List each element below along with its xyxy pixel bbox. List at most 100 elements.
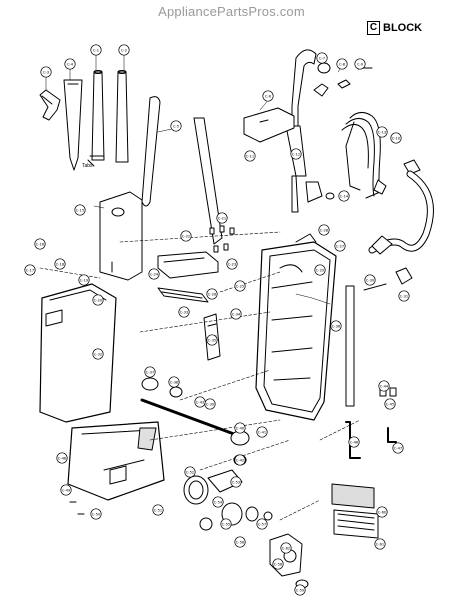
callout-c30[interactable]: C-30 — [364, 274, 376, 286]
callout-c38[interactable]: C-38 — [168, 376, 180, 388]
callout-circle — [230, 308, 242, 320]
callout-circle — [290, 148, 302, 160]
callout-circle — [384, 398, 396, 410]
callout-label: C-49 — [62, 488, 71, 492]
callout-label: C-61 — [376, 542, 384, 546]
callout-c11[interactable]: C-11 — [244, 150, 256, 162]
callout-c8[interactable]: C-8 — [336, 58, 348, 70]
callout-label: C-19 — [80, 278, 89, 282]
callout-label: C-45 — [386, 402, 394, 406]
callout-c59[interactable]: C-59 — [294, 584, 306, 596]
callout-c7[interactable]: C-7 — [316, 52, 328, 64]
callout-c37[interactable]: C-37 — [144, 366, 156, 378]
callout-c12[interactable]: C-12 — [290, 148, 302, 160]
callout-c4[interactable]: C-4 — [64, 58, 76, 70]
callout-c50[interactable]: C-50 — [90, 508, 102, 520]
callout-c20[interactable]: C-20 — [92, 294, 104, 306]
callout-c42[interactable]: C-42 — [234, 454, 246, 466]
callout-c48[interactable]: C-48 — [56, 452, 68, 464]
callout-label: C-12 — [292, 152, 300, 156]
callout-circle — [378, 380, 390, 392]
callout-c9[interactable]: C-9 — [354, 58, 366, 70]
latch-drawing — [345, 267, 413, 407]
callout-c57[interactable]: C-57 — [256, 518, 268, 530]
callout-label: C-39 — [206, 402, 215, 406]
callout-c44[interactable]: C-44 — [378, 380, 390, 392]
callout-c61[interactable]: C-61 — [374, 538, 386, 550]
callout-c33[interactable]: C-33 — [178, 306, 190, 318]
callout-c34[interactable]: C-34 — [230, 308, 242, 320]
base-nozzle-drawing — [67, 421, 165, 501]
callout-label: C-20 — [94, 298, 103, 302]
callout-c55[interactable]: C-55 — [220, 518, 232, 530]
callout-c1[interactable]: C-1 — [90, 44, 102, 56]
callout-c22[interactable]: C-22 — [180, 230, 192, 242]
callout-label: C-2 — [121, 48, 127, 52]
callout-circle — [398, 290, 410, 302]
callout-c17[interactable]: C-17 — [24, 264, 36, 276]
callout-label: C-8 — [339, 62, 346, 66]
callout-circle — [280, 542, 292, 554]
callout-c32[interactable]: C-32 — [92, 348, 104, 360]
callout-c27[interactable]: C-27 — [334, 240, 346, 252]
callout-label: C-5 — [173, 124, 179, 128]
callout-c36[interactable]: C-36 — [330, 320, 342, 332]
callout-c45[interactable]: C-45 — [384, 398, 396, 410]
callout-c18[interactable]: C-18 — [54, 258, 66, 270]
callout-c49[interactable]: C-49 — [60, 484, 72, 496]
callout-c21[interactable]: C-21 — [216, 212, 228, 224]
callout-label: C-15 — [76, 208, 84, 212]
callout-c54[interactable]: C-54 — [212, 496, 224, 508]
callout-c58[interactable]: C-58 — [272, 558, 284, 570]
block-title: C BLOCK — [367, 20, 422, 36]
callout-c43[interactable]: C-43 — [194, 396, 206, 408]
callout-c53[interactable]: C-53 — [230, 476, 242, 488]
callout-circle — [144, 366, 156, 378]
callout-c16[interactable]: C-16 — [34, 238, 46, 250]
callout-c19[interactable]: C-19 — [78, 274, 90, 286]
callout-c13[interactable]: C-13 — [376, 126, 388, 138]
callout-c2[interactable]: C-2 — [118, 44, 130, 56]
callout-label: C-28 — [320, 228, 329, 232]
tabs-annotation: Tabs — [82, 163, 93, 169]
callout-c26[interactable]: C-26 — [206, 288, 218, 300]
callout-c62[interactable]: C-62 — [280, 542, 292, 554]
callout-c47[interactable]: C-47 — [392, 442, 404, 454]
callout-label: C-31 — [400, 294, 408, 298]
callout-circle — [376, 126, 388, 138]
callout-circle — [334, 240, 346, 252]
callout-c60[interactable]: C-60 — [376, 506, 388, 518]
callout-c29[interactable]: C-29 — [314, 264, 326, 276]
callout-label: C-53 — [232, 480, 240, 484]
callout-c56[interactable]: C-56 — [234, 536, 246, 548]
callout-c14[interactable]: C-14 — [338, 190, 350, 202]
callout-c24[interactable]: C-24 — [148, 268, 160, 280]
callout-c46[interactable]: C-46 — [348, 436, 360, 448]
callout-circle — [216, 212, 228, 224]
callout-circle — [168, 376, 180, 388]
callout-c39[interactable]: C-39 — [204, 398, 216, 410]
callout-c52[interactable]: C-52 — [184, 466, 196, 478]
callout-c35[interactable]: C-35 — [206, 334, 218, 346]
callout-circle — [212, 496, 224, 508]
callout-circle — [316, 52, 328, 64]
callout-c10[interactable]: C-10 — [390, 132, 402, 144]
callout-c31[interactable]: C-31 — [398, 290, 410, 302]
callout-circle — [234, 280, 246, 292]
callout-c6[interactable]: C-6 — [262, 90, 274, 102]
callout-c28[interactable]: C-28 — [318, 224, 330, 236]
callout-c3[interactable]: C-3 — [40, 66, 52, 78]
callout-c15[interactable]: C-15 — [74, 204, 86, 216]
callout-c51[interactable]: C-51 — [152, 504, 164, 516]
motor-assembly-drawing — [183, 469, 273, 531]
callout-c40[interactable]: C-40 — [234, 422, 246, 434]
callout-c23[interactable]: C-23 — [226, 258, 238, 270]
callout-c5[interactable]: C-5 — [170, 120, 182, 132]
callout-c25[interactable]: C-25 — [234, 280, 246, 292]
callout-circle — [118, 44, 130, 56]
callout-circle — [178, 306, 190, 318]
callout-label: C-33 — [180, 310, 188, 314]
callout-c41[interactable]: C-41 — [256, 426, 268, 438]
